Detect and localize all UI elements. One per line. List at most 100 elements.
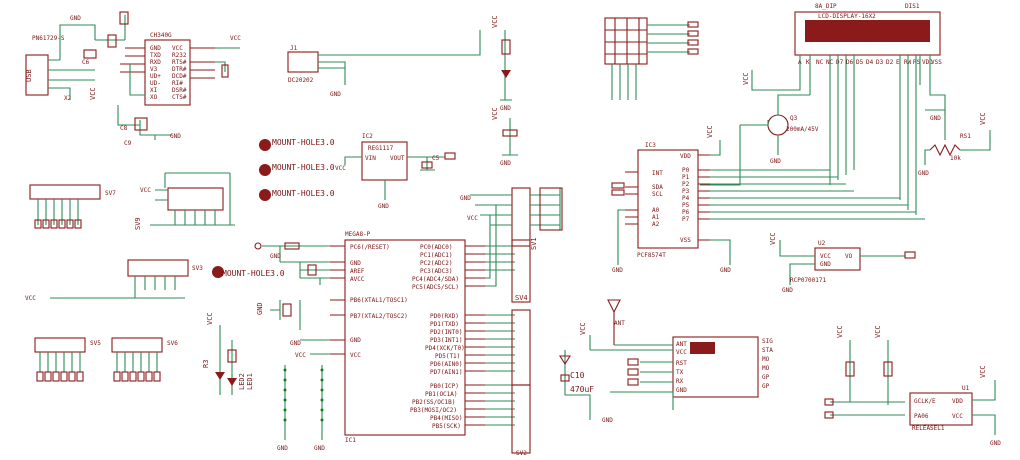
vcc-label-ch340: VCC [230,35,241,42]
svg-text:GND: GND [150,45,161,52]
svg-text:VCC: VCC [820,253,831,260]
led1-icon [215,372,225,380]
u1-name: RELEASEL1 [912,425,945,432]
svg-text:GCLK/E: GCLK/E [914,398,936,405]
svg-text:A0: A0 [652,207,660,214]
svg-text:RX: RX [676,378,684,385]
svg-text:GND: GND [290,340,301,347]
svg-text:P3: P3 [682,188,690,195]
svg-text:VCC: VCC [979,112,987,125]
dc-name: DC20202 [288,77,314,84]
r1 [284,242,300,250]
lcd-body [794,11,941,56]
q3-body [767,114,789,136]
mount-holes: MOUNT-HOLE3.0 MOUNT-HOLE3.0 MOUNT-HOLE3.… [212,138,335,278]
u2-ref: U2 [818,240,826,247]
svg-text:VCC: VCC [295,352,306,359]
svg-text:VCC: VCC [769,232,777,245]
rf-diode-icon [559,355,571,366]
svg-text:P2: P2 [682,181,690,188]
svg-text:GND: GND [314,445,325,452]
svg-text:CTS#: CTS# [172,94,187,101]
svg-text:VSS: VSS [680,237,691,244]
usb-label: USB [25,69,33,82]
reg-ref: IC2 [362,133,373,140]
svg-text:GND: GND [460,195,471,202]
svg-text:MOUNT-HOLE3.0: MOUNT-HOLE3.0 [272,138,335,147]
header-sv1 [511,187,531,247]
lcd-section: DIS1 8A_DIP LCD-DISPLAY-16X2 A K NC NC D… [742,3,946,215]
svg-text:VCC: VCC [172,45,183,52]
svg-text:GND: GND [500,160,511,167]
svg-text:PC5(ADC5/SCL): PC5(ADC5/SCL) [412,284,459,291]
gnd-label-ch340: GND [170,133,181,140]
svg-text:PB3(MOSI/OC2): PB3(MOSI/OC2) [410,407,457,414]
svg-text:C5: C5 [432,155,440,162]
rs1-value: 10k [950,155,961,162]
svg-text:STA: STA [762,347,773,354]
lcd-ref: DIS1 [905,3,920,10]
svg-text:SV1: SV1 [530,237,538,250]
mount-hole-3 [259,189,271,201]
svg-text:GND: GND [612,267,623,274]
header-sv7 [29,184,101,200]
svg-text:RI#: RI# [172,80,183,87]
q3-section: Q3 200mA/45V GND [700,94,819,186]
pcf-ref: IC3 [645,142,656,149]
mount-hole-1 [259,139,271,151]
svg-text:GND: GND [500,105,511,112]
svg-text:GND: GND [350,337,361,344]
c10-value: 470uF [570,385,594,394]
svg-text:DSR#: DSR# [172,87,187,94]
svg-text:GP: GP [762,374,770,381]
header-sv3 [127,259,189,277]
svg-text:MO: MO [762,356,770,363]
svg-text:VCC: VCC [676,349,687,356]
svg-text:GP: GP [762,383,770,390]
svg-text:SCL: SCL [652,191,663,198]
svg-text:MO: MO [762,365,770,372]
svg-text:DCD#: DCD# [172,73,187,80]
header-sv5 [34,337,86,353]
svg-text:DTR#: DTR# [172,66,187,73]
q3-ref: Q3 [790,115,798,122]
lcd-conn: 8A_DIP [815,3,837,10]
left-headers: SV7 VCC SV9 SV3 VCC SV5 SV6 VCC R3 LED2 … [25,172,325,452]
svg-text:GND: GND [277,445,288,452]
led-top-icon [501,70,511,78]
lcd-name: LCD-DISPLAY-16X2 [818,13,876,20]
svg-text:SIG: SIG [762,338,773,345]
svg-text:PB7(XTAL2/TOSC2): PB7(XTAL2/TOSC2) [350,313,408,320]
svg-text:SV4: SV4 [515,294,528,302]
svg-text:R3: R3 [202,360,210,368]
svg-text:LED1: LED1 [246,373,254,390]
svg-text:PD7(AIN1): PD7(AIN1) [430,369,463,376]
c10-cap [560,374,570,382]
r-top [119,11,129,25]
led2-icon [227,378,237,386]
keypad-body [604,17,648,65]
mcu-body [344,239,466,436]
svg-text:SV2: SV2 [516,450,527,457]
gnd-label-1: GND [70,15,81,22]
svg-text:D4: D4 [866,59,874,66]
c4-cap [502,129,518,137]
svg-text:PB2(SS/OC1B): PB2(SS/OC1B) [412,399,455,406]
svg-text:VCC: VCC [467,215,478,222]
svg-text:VCC: VCC [140,187,151,194]
svg-text:GND: GND [720,267,731,274]
svg-text:GND: GND [378,203,389,210]
q3-value: 200mA/45V [786,126,819,133]
svg-text:SDA: SDA [652,184,663,191]
svg-text:GND: GND [350,260,361,267]
svg-text:P4: P4 [682,195,690,202]
svg-text:VCC: VCC [350,352,361,359]
rf-section: ANT ANT VCC RST TX RX GND SIG STA MO MO … [559,299,773,424]
r-mid [107,34,117,48]
svg-text:GND: GND [602,417,613,424]
svg-text:PD1(TXD): PD1(TXD) [430,321,459,328]
svg-text:VCC: VCC [206,312,214,325]
usb-section: USB PN61729-S X2 GND C6 VCC CH340G GND T… [25,11,241,147]
svg-text:PC1(ADC1): PC1(ADC1) [420,252,453,259]
svg-text:D2: D2 [886,59,894,66]
